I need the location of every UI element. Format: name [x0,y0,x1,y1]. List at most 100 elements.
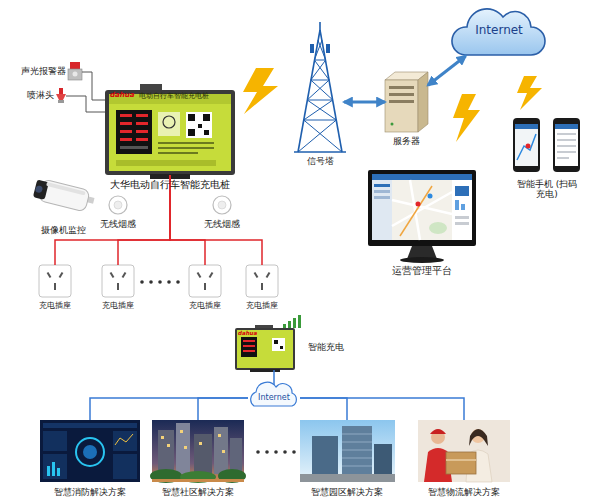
ellipsis-dots [167,280,171,284]
community-image [199,442,202,445]
smoke-detector-icon [213,196,231,214]
charging-socket: 充电插座 [102,265,134,297]
server-icon [389,86,414,89]
smart-charger-illustration [272,338,285,351]
connector [344,101,385,104]
alarm-icon [70,62,80,69]
wireless-bolt [453,94,480,142]
smart-charger-illustration [280,346,283,349]
monitor-icon [372,174,472,180]
industrial-park-image [342,442,372,443]
charging-socket-icon [266,272,271,278]
charging-socket-icon [117,283,119,290]
server-icon [389,100,414,103]
sprinkler-device: 喷淋头 [56,88,66,104]
solution-image: 智慧社区解决方案 [152,420,244,482]
smart-charger-illustration [283,324,286,328]
fire-dashboard-image [115,434,133,445]
logistics-image [430,429,446,434]
charging-pile-illustration [105,90,235,175]
charging-socket-icon [246,265,278,297]
smoke-detector-icon [109,196,127,214]
smart-charger-illustration [250,369,280,372]
signal-tower [307,100,333,101]
charging-pile-illustration [204,130,209,135]
node-label: 智慧园区解决方案 [292,487,402,497]
smartphone-icon [557,133,576,135]
community-image [150,420,246,483]
node-label: 电动自行车智能充电桩 [139,92,233,100]
charging-socket-icon [102,265,134,297]
charging-pile-illustration [140,84,162,91]
camera-icon [46,182,86,196]
charging-socket-icon [122,272,127,278]
charging-socket: 充电插座 [246,265,278,297]
industrial-park-image [300,474,395,482]
logistics-image [446,452,476,474]
charging-pile-illustration [136,122,148,125]
charging-pile-illustration [136,130,148,133]
monitor-icon [372,180,392,240]
ellipsis-dots [140,280,144,284]
logistics-image [418,420,510,482]
charging-pile-illustration [116,110,152,154]
logistics-image [418,420,510,482]
monitor-icon [400,186,432,236]
community-image [194,434,212,474]
smart-charger-illustration [243,340,255,342]
wireless-bolt [243,68,278,114]
charging-pile-illustration [109,94,231,171]
node-label: 智慧物流解决方案 [409,487,519,497]
node-label: 充电插座 [94,301,142,310]
signal-tower [298,40,336,152]
fire-dashboard-image [83,445,97,459]
monitor-icon [455,222,469,225]
camera-icon [33,180,49,200]
smartphone-icon [513,118,540,172]
node-label: 信号塔 [290,156,350,166]
smart-charger: dahua智能充电 [235,328,295,370]
monitor-icon [455,186,469,196]
smartphone-icon [557,145,576,147]
community-image [180,430,183,433]
charging-pile-illustration [188,114,195,121]
smartphone-icon [557,151,576,153]
server: 服务器 [385,72,428,132]
connector [428,56,466,85]
charging-pile: dahua电动自行车智能充电桩大华电动自行车智能充电桩 [105,90,235,175]
node-label: dahua [110,91,140,99]
monitor-icon [374,196,390,199]
fire-dashboard-image [113,431,137,451]
monitor-icon [452,180,472,240]
charging-socket-icon [39,265,71,297]
charging-pile-illustration [105,84,235,179]
signal-tower [294,22,346,152]
fire-dashboard-image [43,423,137,428]
fire-dashboard-image [40,420,140,482]
smoke-detector-icon [109,196,127,214]
logistics-image [446,459,476,461]
charging-socket-icon [47,272,52,278]
charging-pile-illustration [120,130,132,133]
smart-charger-illustration [243,350,255,352]
smoke-detector-icon [114,201,122,209]
fire-dashboard-image [52,462,55,476]
charging-socket-icon [189,265,221,297]
charging-pile-illustration [186,112,212,138]
signal-tower [304,120,337,121]
camera-icon [35,185,43,193]
server-icon [391,123,394,126]
signal-tower: 信号塔 [296,28,344,152]
operation-platform: 运营管理平台 [368,170,476,262]
smartphone-icon [515,124,538,166]
smartphone-icon [557,139,576,141]
sprinkler-icon [59,88,63,94]
node-label: dahua [238,330,268,336]
smart-charger-illustration [293,318,296,328]
monitor-icon [455,216,469,219]
community-image [184,446,187,449]
charging-socket-icon [246,265,278,297]
